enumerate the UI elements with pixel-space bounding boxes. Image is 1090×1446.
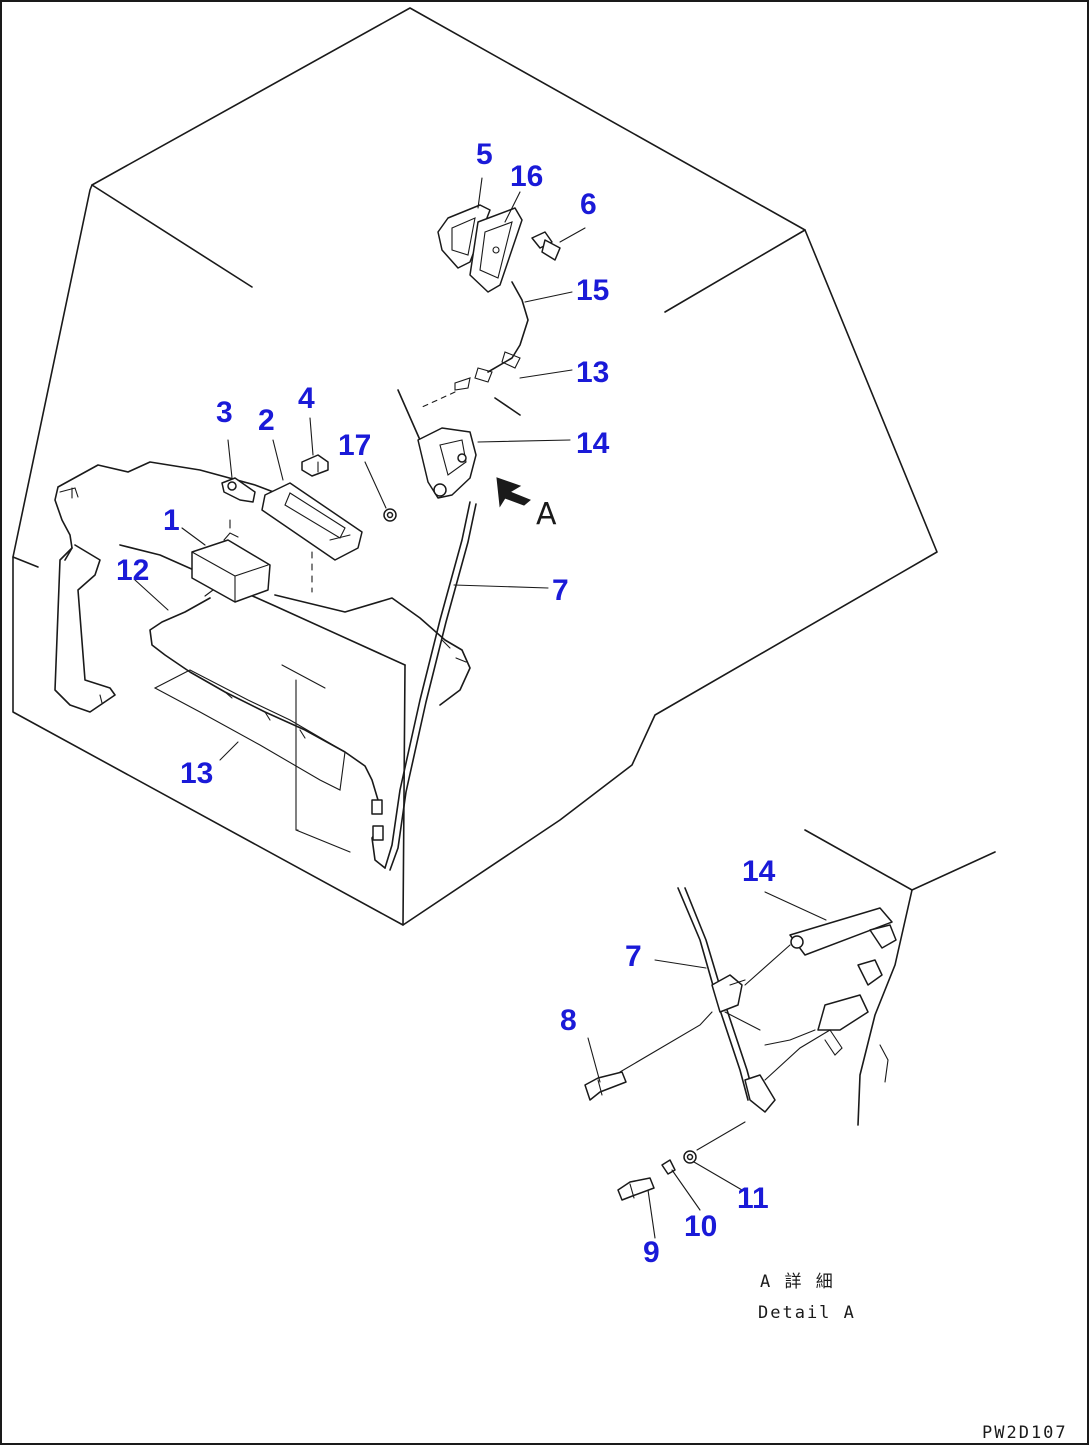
view-arrow [496, 477, 531, 508]
callout-11: 11 [737, 1182, 769, 1215]
callout-7-detail: 7 [625, 940, 642, 973]
callout-8: 8 [560, 1004, 577, 1037]
callout-7-main: 7 [552, 574, 569, 607]
guide-lines [229, 519, 351, 853]
callout-numbers: 1 2 3 4 5 6 7 7 8 9 10 11 12 13 13 14 14… [116, 138, 776, 1269]
callout-9: 9 [643, 1236, 660, 1269]
drawing-code: PW2D107 [982, 1423, 1068, 1443]
callout-6: 6 [580, 188, 597, 221]
callout-16: 16 [510, 160, 543, 193]
bolt-4 [301, 454, 329, 477]
callout-17: 17 [338, 429, 371, 462]
lever-assembly [397, 389, 477, 499]
interior-duct [54, 461, 301, 713]
callout-5: 5 [476, 138, 493, 171]
inner-panel [274, 594, 471, 706]
screw-6 [531, 231, 561, 261]
speaker-assembly [437, 204, 523, 293]
cab-body-outline [12, 7, 938, 926]
callout-2: 2 [258, 404, 275, 437]
clip [221, 477, 256, 503]
cable-rod [371, 501, 477, 871]
detail-caption-japanese: A 詳 細 [760, 1272, 835, 1292]
mounting-bracket [261, 482, 363, 561]
callout-1: 1 [163, 504, 180, 537]
wiring-harness [149, 589, 383, 815]
callout-13-lower: 13 [180, 757, 213, 790]
callout-4: 4 [298, 382, 315, 415]
callout-10: 10 [684, 1210, 717, 1243]
grommet [383, 508, 397, 522]
detail-fasteners [584, 1071, 697, 1201]
callout-13-upper: 13 [576, 356, 609, 389]
callout-14-detail: 14 [742, 855, 776, 888]
callout-12: 12 [116, 554, 149, 587]
detail-caption-english: Detail A [758, 1303, 856, 1323]
callout-15: 15 [576, 274, 609, 307]
leader-lines [134, 177, 827, 1239]
detail-a-drawing [619, 829, 996, 1151]
callout-3: 3 [216, 396, 233, 429]
controller-box [191, 532, 271, 603]
callout-14-main: 14 [576, 427, 610, 460]
view-marker-letter: A [536, 497, 557, 532]
speaker-lead [419, 281, 529, 409]
